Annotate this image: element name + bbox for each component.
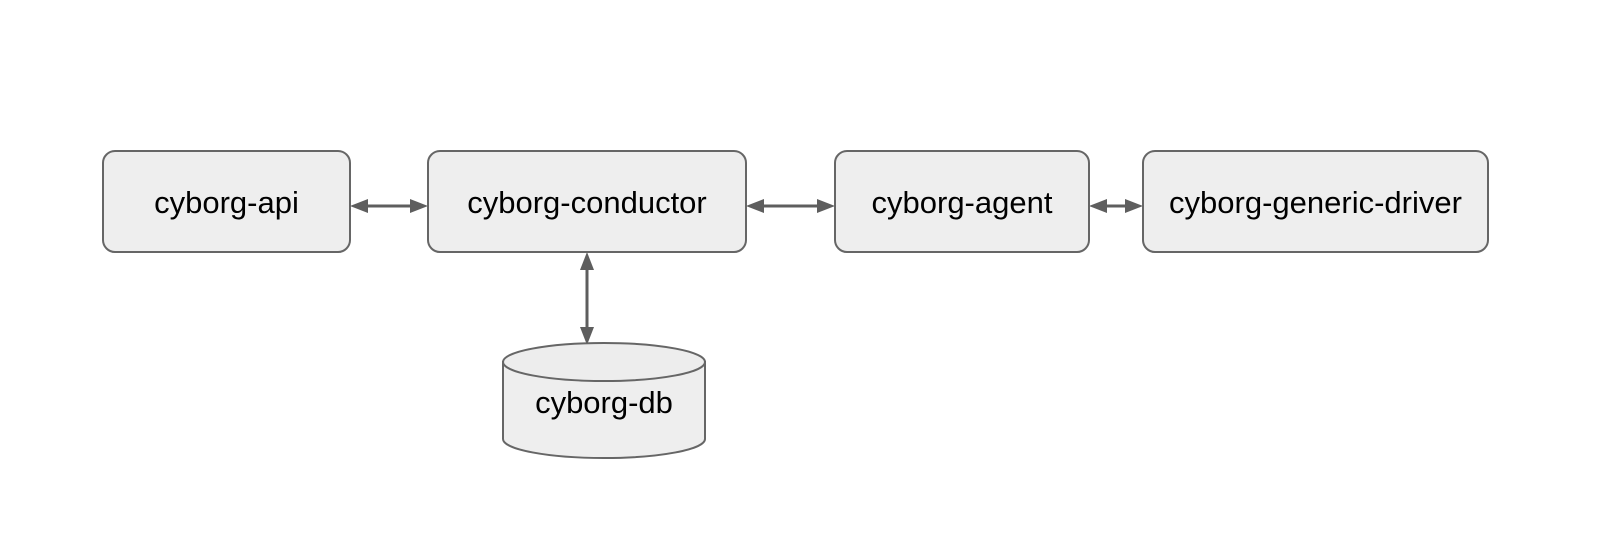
arrow-head-right-conductor [410,199,428,213]
node-cyborg-db-top[interactable] [502,342,706,382]
arrow-head-right-driver [1125,199,1143,213]
node-cyborg-db-label: cyborg-db [535,385,673,420]
node-cyborg-conductor-label: cyborg-conductor [467,185,707,220]
node-cyborg-conductor-shape[interactable] [427,150,747,253]
node-cyborg-api[interactable]: cyborg-api [102,150,351,253]
edge-agent-driver [1089,199,1143,213]
arrow-head-right-agent [817,199,835,213]
node-cyborg-agent[interactable]: cyborg-agent [834,150,1090,253]
arrow-head-up-conductor [580,252,594,270]
edge-api-conductor [350,199,428,213]
arrow-head-left-conductor [746,199,764,213]
arrow-head-down-db [580,327,594,345]
node-cyborg-api-shape[interactable] [102,150,351,253]
edge-conductor-db [580,252,594,345]
node-cyborg-db[interactable]: cyborg-db [502,342,706,459]
node-cyborg-api-label: cyborg-api [154,185,299,220]
node-cyborg-generic-driver-label: cyborg-generic-driver [1169,185,1462,220]
node-cyborg-generic-driver-shape[interactable] [1142,150,1489,253]
arrow-head-left-agent [1089,199,1107,213]
node-cyborg-generic-driver[interactable]: cyborg-generic-driver [1142,150,1489,253]
node-cyborg-agent-label: cyborg-agent [872,185,1053,220]
node-cyborg-conductor[interactable]: cyborg-conductor [427,150,747,253]
edge-conductor-agent [746,199,835,213]
node-cyborg-agent-shape[interactable] [834,150,1090,253]
node-cyborg-db-body[interactable] [502,361,706,459]
arrow-head-left-api [350,199,368,213]
